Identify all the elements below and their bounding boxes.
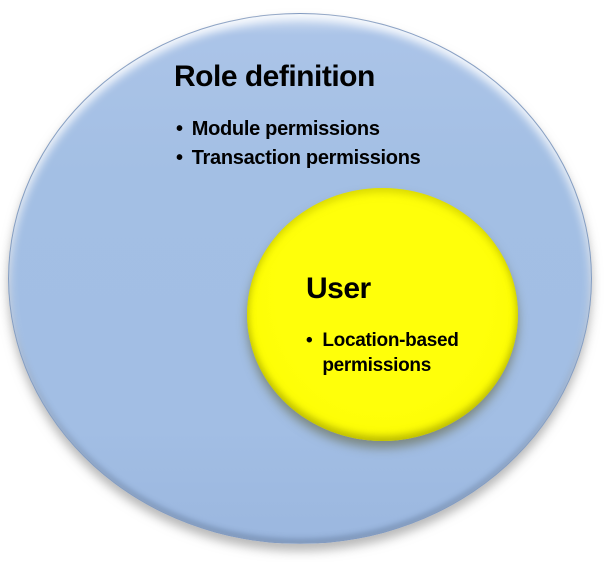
bullet-item: • Module permissions: [176, 115, 420, 144]
bullet-text: Module permissions: [191, 118, 380, 140]
outer-set-title: Role definition: [174, 60, 375, 93]
bullet-item: • Transaction permissions: [176, 144, 421, 173]
outer-set-bullet-list: • Module permissions • Transaction permi…: [176, 115, 421, 173]
user-circle: User • Location-based permissions: [247, 188, 518, 441]
bullet-text: Transaction permissions: [191, 147, 421, 169]
role-definition-ellipse: Role definition • Module permissions • T…: [8, 13, 592, 544]
inner-set-bullet-list: • Location-based permissions: [306, 328, 481, 378]
bullet-item: • Location-based permissions: [306, 328, 481, 378]
inner-set-title: User: [306, 272, 371, 305]
bullet-marker: •: [306, 330, 313, 351]
bullet-text: Location-based permissions: [322, 330, 459, 376]
bullet-marker: •: [176, 147, 183, 169]
bullet-marker: •: [176, 118, 183, 140]
